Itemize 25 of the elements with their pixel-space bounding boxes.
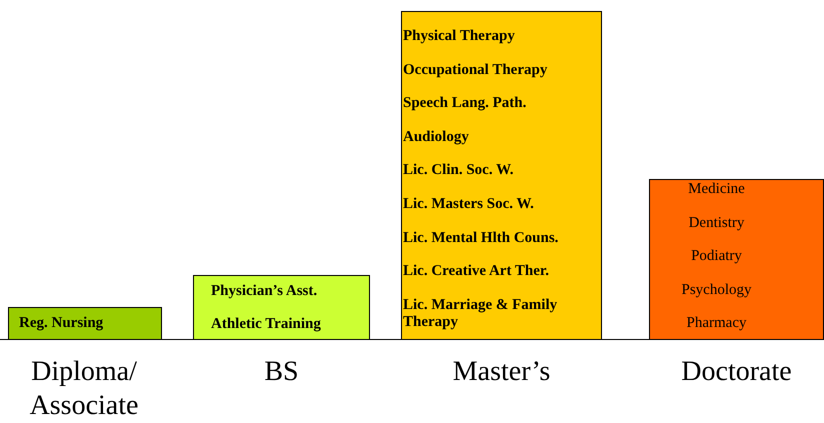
- program-label: Physical Therapy: [403, 28, 515, 45]
- program-label: Audiology: [403, 128, 469, 146]
- program-label: Reg. Nursing: [19, 315, 104, 332]
- program-label: Lic. Marriage & Family Therapy: [403, 296, 558, 331]
- program-label: Athletic Training: [211, 316, 321, 333]
- bar: [649, 179, 824, 340]
- program-label: Pharmacy: [686, 315, 746, 332]
- program-label: Medicine: [688, 181, 745, 198]
- program-label: Lic. Creative Art Ther.: [403, 263, 549, 280]
- program-label: Lic. Mental Hlth Couns.: [403, 230, 558, 247]
- program-label: Physician’s Asst.: [211, 283, 318, 300]
- program-label: Lic. Masters Soc. W.: [403, 196, 534, 213]
- degree-label: BS: [263, 355, 300, 389]
- bar: [193, 275, 370, 340]
- program-label: Speech Lang. Path.: [403, 95, 526, 112]
- degree-label: Diploma/ Associate: [28, 355, 140, 423]
- program-label: Podiatry: [691, 248, 742, 266]
- program-label: Psychology: [681, 282, 752, 299]
- program-label: Dentistry: [688, 214, 744, 232]
- degree-label: Doctorate: [680, 355, 793, 389]
- program-label: Occupational Therapy: [403, 62, 548, 79]
- program-label: Lic. Clin. Soc. W.: [403, 162, 514, 180]
- bar: [8, 307, 162, 340]
- bar: [401, 11, 602, 340]
- degree-label: Master’s: [452, 355, 552, 389]
